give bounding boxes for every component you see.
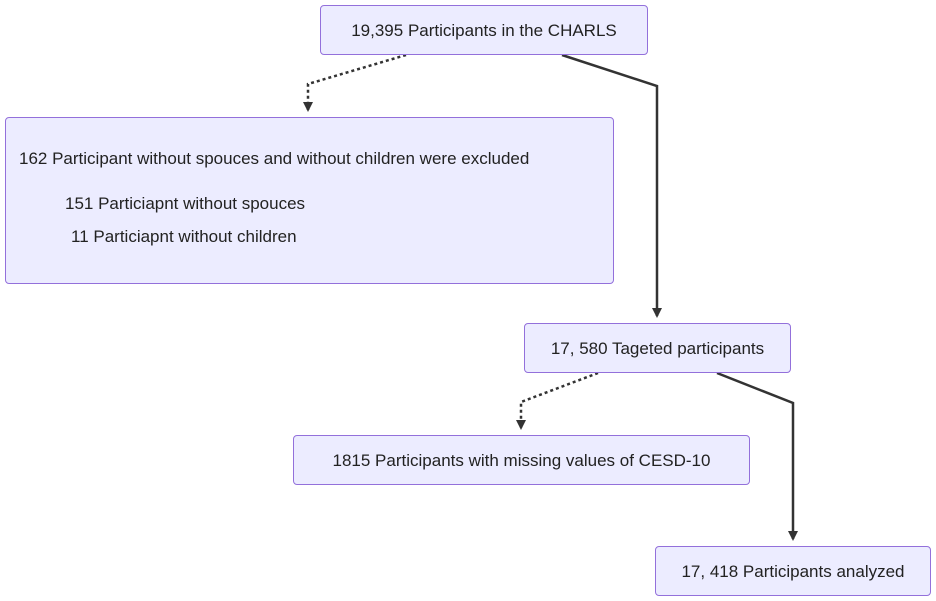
node-excluded-family-item: 11 Particiapnt without children [71, 227, 297, 246]
node-missing-cesd-label: 1815 Participants with missing values of… [332, 450, 711, 470]
edge-targeted-to-analyzed [716, 371, 798, 541]
node-total-participants: 19,395 Participants in the CHARLS [320, 5, 648, 55]
node-analyzed-participants: 17, 418 Participants analyzed [655, 546, 931, 596]
edge-targeted-to-missing [516, 371, 599, 430]
node-targeted-participants-label: 17, 580 Tageted participants [550, 338, 765, 358]
node-excluded-family: 162 Participant without spouces and with… [5, 117, 614, 284]
node-missing-cesd: 1815 Participants with missing values of… [293, 435, 750, 485]
node-total-participants-label: 19,395 Participants in the CHARLS [351, 20, 617, 40]
node-analyzed-participants-label: 17, 418 Participants analyzed [681, 561, 905, 581]
edge-total-to-excluded [303, 53, 407, 112]
node-excluded-family-heading: 162 Participant without spouces and with… [19, 149, 530, 168]
edge-total-to-targeted [561, 53, 662, 318]
node-targeted-participants: 17, 580 Tageted participants [524, 323, 791, 373]
node-excluded-family-item: 151 Particiapnt without spouces [65, 194, 306, 213]
